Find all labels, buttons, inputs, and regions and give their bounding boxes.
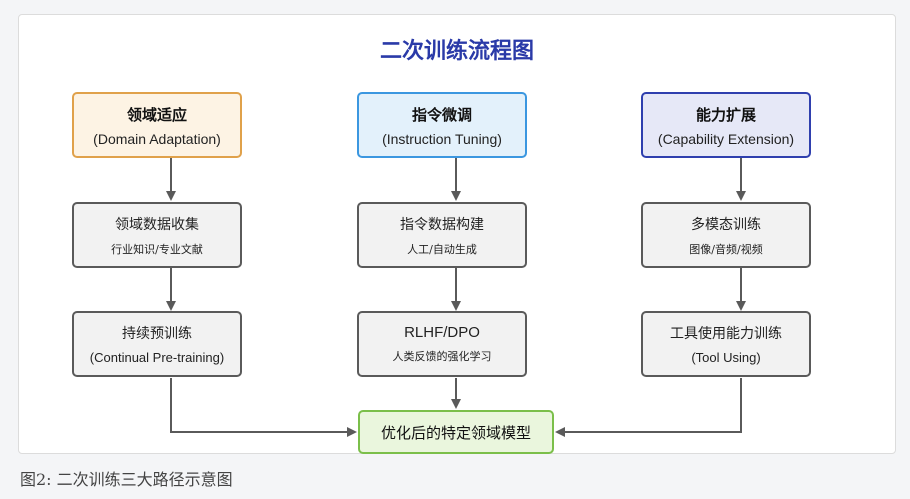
step-title: 工具使用能力训练 [670,326,782,342]
step-subtitle: (Tool Using) [691,350,761,365]
step-domain-data-collection: 领域数据收集 行业知识/专业文献 [72,202,242,268]
header-title-cn: 指令微调 [411,105,472,124]
step-instruction-data-build: 指令数据构建 人工/自动生成 [357,202,527,268]
step-subtitle: 人工/自动生成 [407,242,477,256]
step-multimodal-training: 多模态训练 图像/音频/视频 [641,202,811,268]
arrow-col1-to-final [170,378,357,437]
header-title-cn: 领域适应 [126,105,187,124]
step-title: 指令数据构建 [400,216,484,233]
step-title: RLHF/DPO [404,324,480,341]
header-capability-extension: 能力扩展 (Capability Extension) [641,92,811,158]
step-title: 多模态训练 [691,216,761,233]
step-title: 持续预训练 [122,326,192,342]
step-continual-pretraining: 持续预训练 (Continual Pre-training) [72,311,242,377]
header-title-en: (Capability Extension) [657,130,795,147]
step-rlhf-dpo: RLHF/DPO 人类反馈的强化学习 [357,311,527,377]
header-instruction-tuning: 指令微调 (Instruction Tuning) [357,92,527,158]
header-domain-adaptation: 领域适应 (Domain Adaptation) [72,92,242,158]
final-optimized-model: 优化后的特定领域模型 [358,410,554,454]
step-subtitle: (Continual Pre-training) [89,350,225,365]
diagram-title: 二次训练流程图 [379,38,534,64]
header-title-cn: 能力扩展 [695,105,756,124]
header-title-en: (Domain Adaptation) [93,130,221,147]
step-subtitle: 人类反馈的强化学习 [392,350,492,363]
step-subtitle: 行业知识/专业文献 [111,242,203,256]
step-subtitle: 图像/音频/视频 [689,242,763,256]
step-tool-using-training: 工具使用能力训练 (Tool Using) [641,311,811,377]
figure-caption: 图2: 二次训练三大路径示意图 [20,470,233,489]
header-title-en: (Instruction Tuning) [382,130,502,147]
arrow-col3-to-final [555,378,742,437]
step-title: 领域数据收集 [115,216,199,233]
